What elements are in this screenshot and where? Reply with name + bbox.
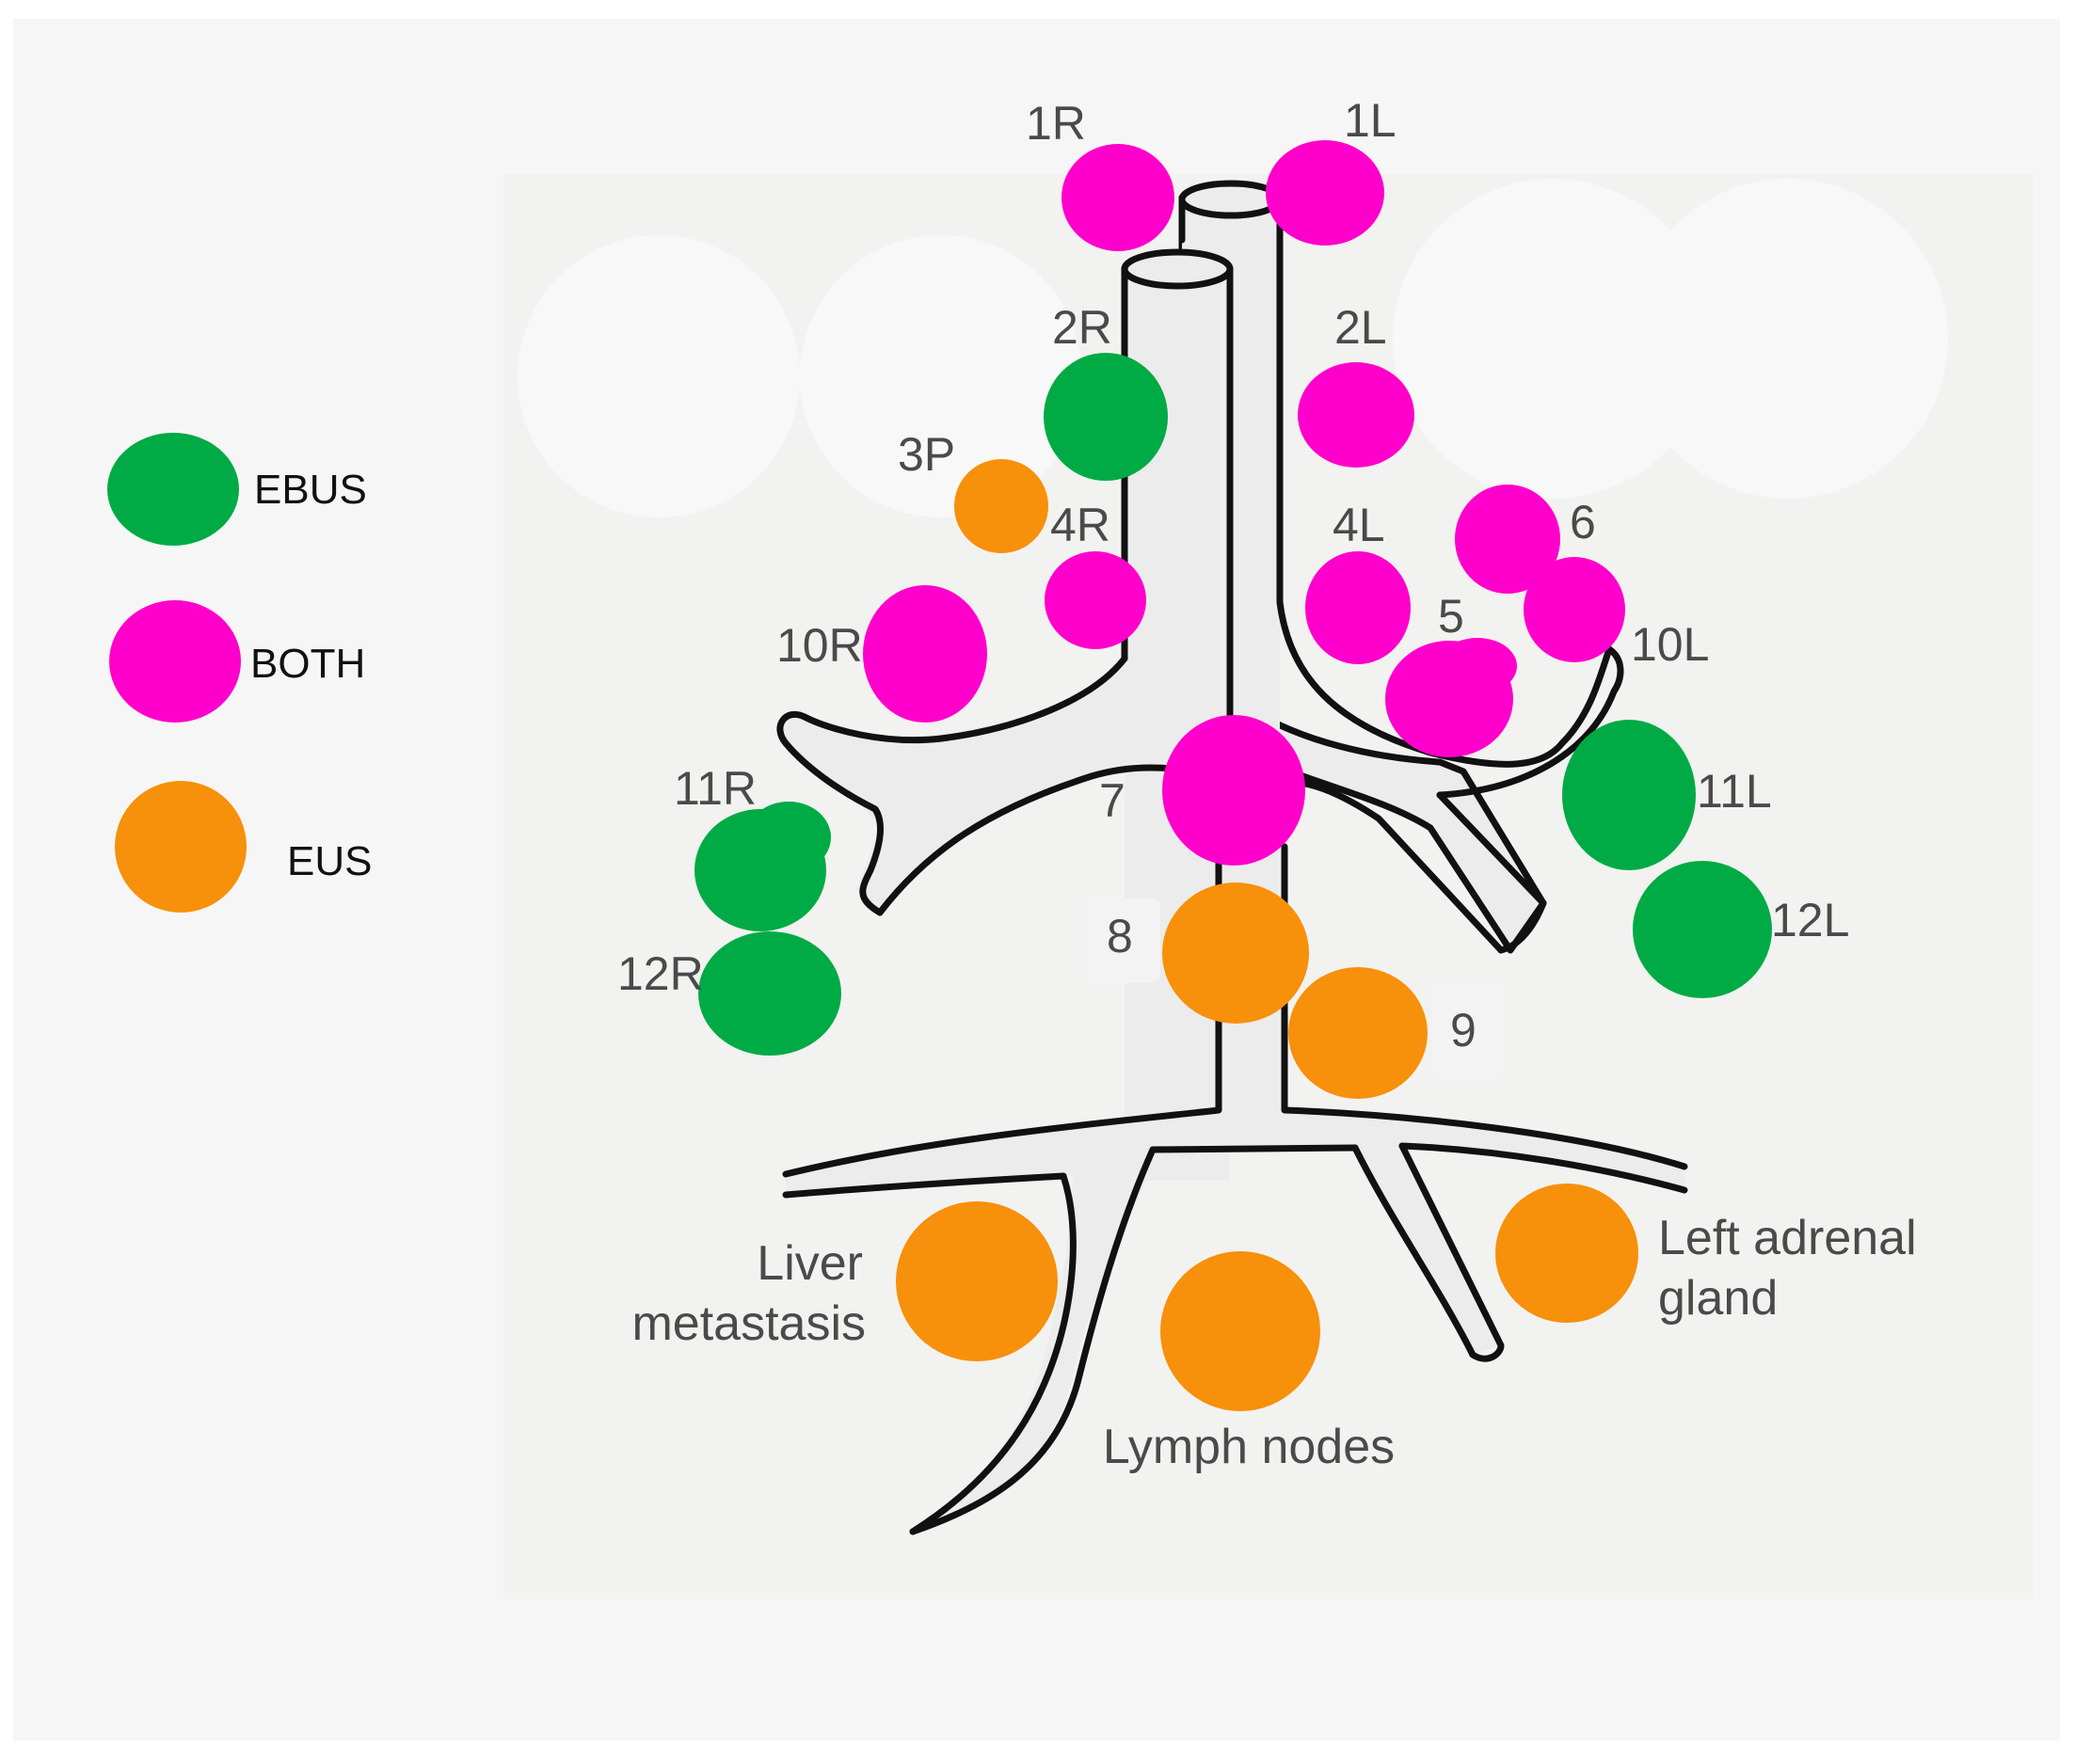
abdominal-targets: Liver metastasis Lymph nodes Left adrena…	[631, 1184, 1917, 1474]
liver-metastasis-node[interactable]	[896, 1201, 1058, 1361]
station-10L-label: 10L	[1631, 618, 1709, 671]
left-main-bronchus-upper	[1276, 598, 1613, 768]
legend-swatch-both	[109, 600, 241, 723]
station-4L-label: 4L	[1333, 499, 1385, 551]
station-8-label: 8	[1107, 910, 1133, 962]
station-4L-node[interactable]	[1305, 551, 1411, 664]
station-1R-node[interactable]	[1061, 144, 1174, 251]
lymph-nodes-label: Lymph nodes	[1103, 1420, 1395, 1474]
station-3P-label: 3P	[898, 428, 955, 481]
station-11L-node[interactable]	[1562, 720, 1696, 870]
adrenal-label-line1: Left adrenal	[1658, 1211, 1917, 1265]
station-5-label: 5	[1438, 590, 1464, 643]
lymph-nodes-node[interactable]	[1160, 1251, 1320, 1411]
station-1L-node[interactable]	[1266, 140, 1384, 246]
station-1L-label: 1L	[1344, 94, 1397, 147]
station-1R-label: 1R	[1026, 97, 1086, 150]
legend-swatch-eus	[115, 781, 247, 913]
station-3P-node[interactable]	[954, 459, 1048, 553]
station-11R-label: 11R	[674, 762, 757, 815]
station-9-label: 9	[1450, 1004, 1476, 1057]
diaphragm-upper-right	[1281, 1106, 1688, 1170]
station-2L-label: 2L	[1334, 301, 1387, 354]
station-5-node-lobe	[1438, 638, 1517, 694]
station-7-label: 7	[1099, 774, 1125, 827]
adrenal-branch	[1351, 1142, 1505, 1362]
station-12R-label: 12R	[617, 947, 704, 1000]
diaphragm-lower-right	[1398, 1142, 1688, 1194]
station-7-node[interactable]	[1162, 715, 1305, 866]
station-10L-node[interactable]	[1524, 557, 1625, 662]
station-12L-label: 12L	[1771, 894, 1849, 946]
legend-label-ebus: EBUS	[254, 467, 367, 513]
left-upper-bronchus-tip	[1436, 645, 1624, 799]
station-9-node[interactable]	[1288, 967, 1428, 1099]
legend-label-eus: EUS	[287, 838, 372, 884]
diaphragm-lower-left	[782, 1172, 1077, 1535]
station-2R-label: 2R	[1052, 301, 1112, 354]
station-4R-label: 4R	[1050, 499, 1110, 551]
right-bronchus-fill	[780, 659, 1233, 913]
watermark-shapes	[518, 179, 1948, 517]
station-11L-label: 11L	[1697, 765, 1772, 818]
legend-swatch-ebus	[107, 433, 239, 546]
left-adrenal-node[interactable]	[1495, 1184, 1638, 1323]
right-main-bronchus-upper	[776, 655, 1128, 874]
trachea-back-cap	[1178, 180, 1284, 219]
legend-label-both: BOTH	[250, 641, 365, 687]
station-8-label-bg	[1085, 898, 1160, 983]
station-6-node[interactable]	[1455, 485, 1560, 594]
diaphragm-mid	[1149, 1144, 1359, 1153]
left-lower-bronchus-tip	[1497, 899, 1547, 954]
station-12R-node[interactable]	[698, 931, 841, 1056]
left-lower-bronchus-upper	[1436, 791, 1547, 907]
station-4R-node[interactable]	[1045, 551, 1146, 649]
station-9-label-bg	[1432, 983, 1503, 1077]
station-2R-node[interactable]	[1044, 353, 1168, 481]
station-10R-node[interactable]	[863, 585, 987, 723]
diaphragm-upper-left	[782, 1106, 1222, 1178]
stations: 1R 1L 2R 2L 3P 4R 4L 5 6 10L 10R 7	[617, 94, 1849, 1099]
station-12L-node[interactable]	[1633, 861, 1772, 998]
station-8-node[interactable]	[1162, 882, 1309, 1024]
station-11R-node-lobe	[746, 802, 831, 873]
station-2L-node[interactable]	[1298, 362, 1414, 468]
station-10R-label: 10R	[776, 619, 863, 672]
legend: EBUS BOTH EUS	[107, 433, 372, 913]
liver-label-line2: metastasis	[631, 1296, 866, 1351]
liver-branch-inner	[909, 1146, 1157, 1535]
adrenal-label-line2: gland	[1658, 1271, 1778, 1326]
trachea-front-cap	[1121, 248, 1234, 290]
station-6-label: 6	[1570, 496, 1596, 548]
liver-label-line1: Liver	[757, 1236, 863, 1291]
right-bronchus-tip	[859, 866, 884, 916]
